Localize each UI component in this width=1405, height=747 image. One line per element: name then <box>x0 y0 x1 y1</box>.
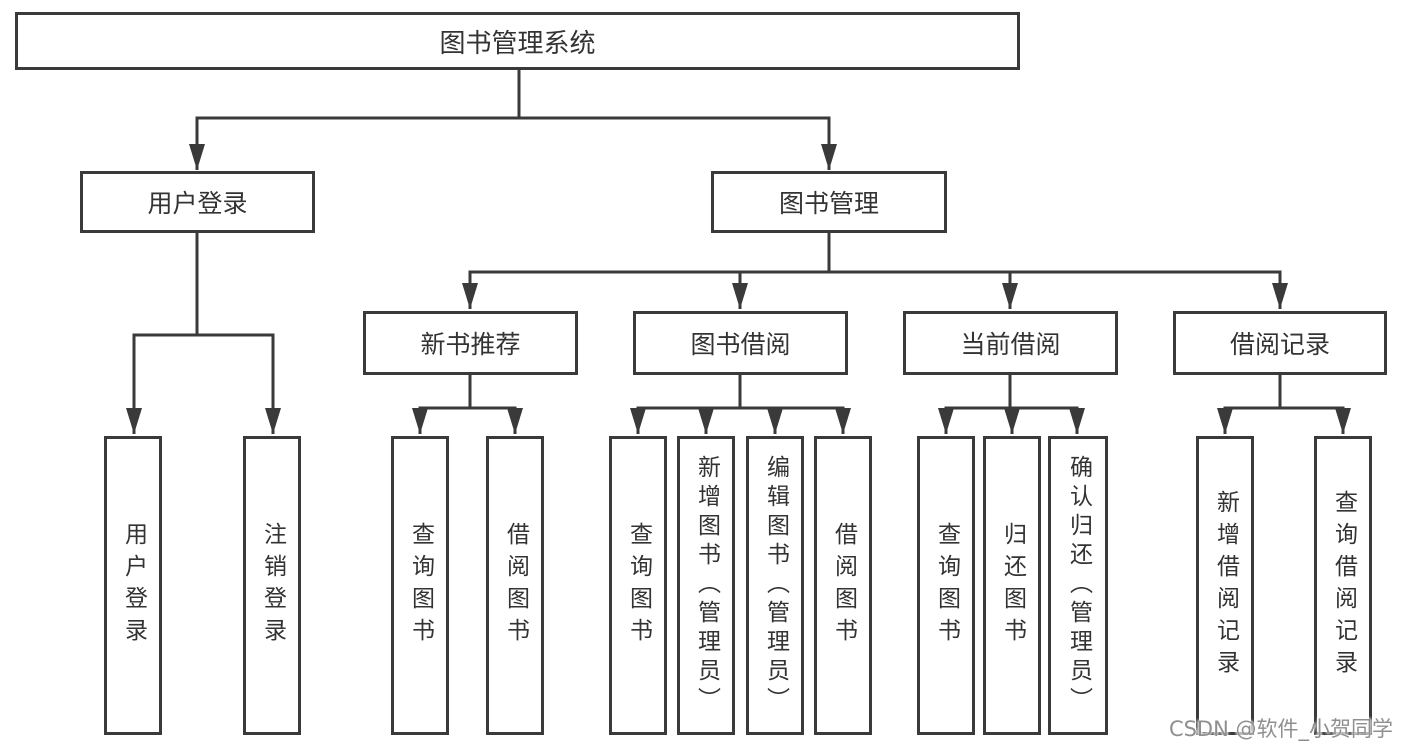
node-borrow-record: 借阅记录 <box>1173 311 1387 375</box>
leaf-borrow-books-1: 借阅图书 <box>486 436 544 735</box>
node-label: 新书推荐 <box>420 330 521 359</box>
leaf-user-login: 用户登录 <box>104 436 162 735</box>
leaf-label: 编辑图书（管理员） <box>762 455 789 716</box>
leaf-label: 查询图书 <box>933 521 960 650</box>
node-library-management-system: 图书管理系统 <box>15 12 1020 70</box>
node-label: 当前借阅 <box>960 330 1061 359</box>
leaf-label: 新增借阅记录 <box>1212 489 1239 682</box>
leaf-label: 用户登录 <box>120 521 147 650</box>
node-label: 图书管理 <box>778 189 879 218</box>
leaf-label: 查询借阅记录 <box>1330 489 1357 682</box>
node-label: 借阅记录 <box>1229 330 1330 359</box>
leaf-label: 查询图书 <box>407 521 434 650</box>
leaf-add-borrow-record: 新增借阅记录 <box>1196 436 1254 735</box>
leaf-label: 查询图书 <box>625 521 652 650</box>
node-new-book-recommend: 新书推荐 <box>363 311 578 375</box>
node-label: 图书借阅 <box>690 330 791 359</box>
node-book-borrow: 图书借阅 <box>633 311 848 375</box>
leaf-borrow-books-2: 借阅图书 <box>814 436 872 735</box>
leaf-label: 归还图书 <box>999 521 1026 650</box>
leaf-label: 新增图书（管理员） <box>693 455 720 716</box>
node-current-borrow: 当前借阅 <box>903 311 1118 375</box>
leaf-label: 确认归还（管理员） <box>1065 455 1092 716</box>
leaf-query-books-2: 查询图书 <box>609 436 667 735</box>
leaf-query-borrow-record: 查询借阅记录 <box>1314 436 1372 735</box>
leaf-query-books-1: 查询图书 <box>391 436 449 735</box>
leaf-query-books-3: 查询图书 <box>917 436 975 735</box>
leaf-label: 借阅图书 <box>502 521 529 650</box>
node-book-management: 图书管理 <box>711 171 947 233</box>
leaf-confirm-return-admin: 确认归还（管理员） <box>1048 436 1108 735</box>
leaf-edit-book-admin: 编辑图书（管理员） <box>746 436 804 735</box>
node-label: 图书管理系统 <box>439 28 596 59</box>
csdn-watermark: CSDN @软件_小贺同学 <box>1168 717 1393 741</box>
leaf-label: 注销登录 <box>259 521 286 650</box>
leaf-add-book-admin: 新增图书（管理员） <box>677 436 735 735</box>
node-label: 用户登录 <box>147 189 248 218</box>
leaf-return-book: 归还图书 <box>983 436 1041 735</box>
node-user-login: 用户登录 <box>80 171 315 233</box>
leaf-label: 借阅图书 <box>830 521 857 650</box>
leaf-logout: 注销登录 <box>243 436 301 735</box>
